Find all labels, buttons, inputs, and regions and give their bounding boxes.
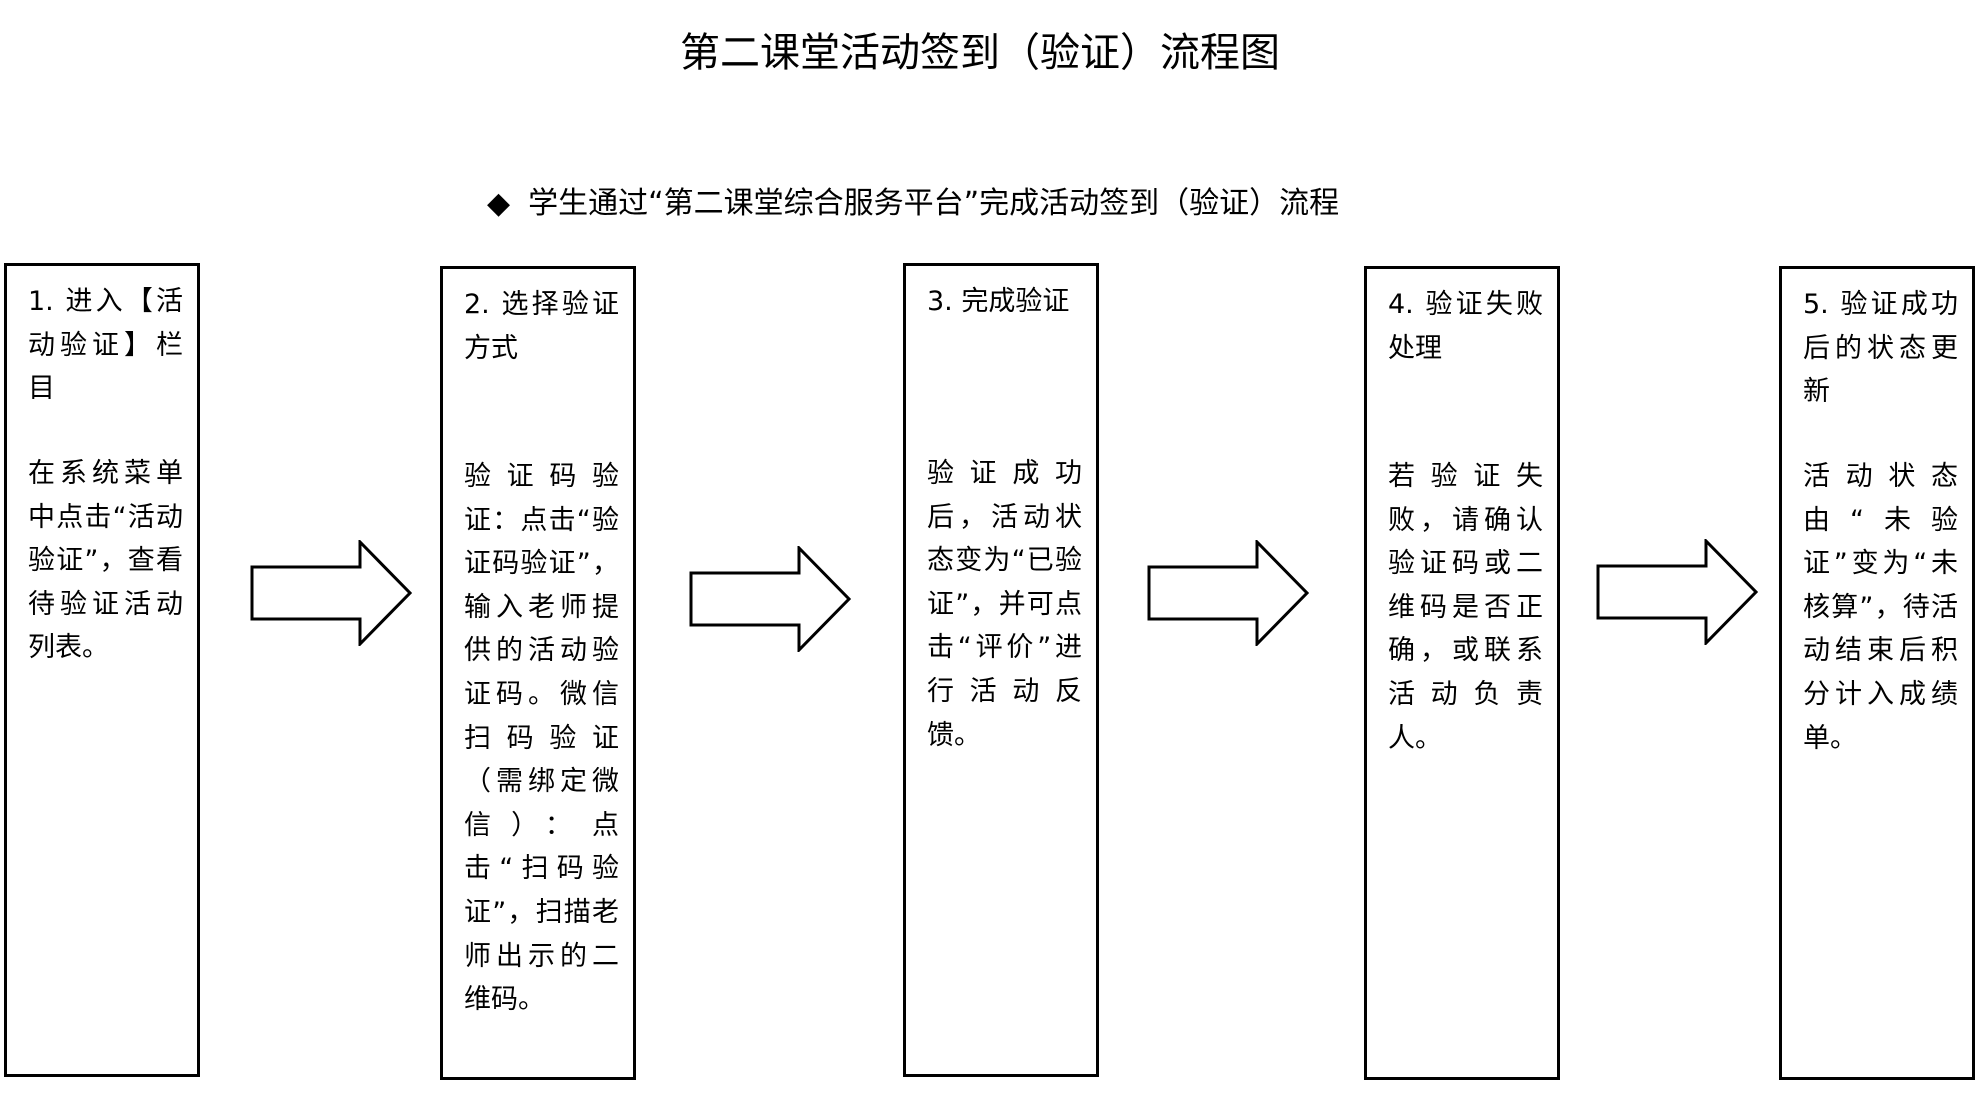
step-heading: 5. 验证成功后的状态更新 <box>1803 289 1958 408</box>
diamond-bullet-icon: ◆ <box>487 186 511 221</box>
step-box-5: 5. 验证成功后的状态更新 活动状态由“未验证”变为“未核算”，待活动结束后积分… <box>1779 266 1975 1080</box>
step-heading: 1. 进入【活动验证】栏目 <box>28 286 183 405</box>
step-heading: 3. 完成验证 <box>927 286 1070 317</box>
step-body: 在系统菜单中点击“活动验证”，查看待验证活动列表。 <box>28 458 183 664</box>
subtitle-text: 学生通过“第二课堂综合服务平台”完成活动签到（验证）流程 <box>528 186 1340 221</box>
right-arrow-icon <box>689 546 851 652</box>
step-box-4: 4. 验证失败处理 若验证失败，请确认验证码或二维码是否正确，或联系活动负责人。 <box>1364 266 1560 1080</box>
right-arrow-icon <box>250 540 412 646</box>
step-body: 若验证失败，请确认验证码或二维码是否正确，或联系活动负责人。 <box>1388 461 1543 754</box>
right-arrow-icon <box>1147 540 1309 646</box>
step-heading: 2. 选择验证方式 <box>464 289 619 364</box>
step-box-2: 2. 选择验证方式 验证码验证：点击“验证码验证”，输入老师提供的活动验证码。微… <box>440 266 636 1080</box>
step-body: 活动状态由“未验证”变为“未核算”，待活动结束后积分计入成绩单。 <box>1803 461 1958 754</box>
step-heading: 4. 验证失败处理 <box>1388 289 1543 364</box>
step-box-3: 3. 完成验证 验证成功后，活动状态变为“已验证”，并可点击“评价”进行活动反馈… <box>903 263 1099 1077</box>
step-body: 验证码验证：点击“验证码验证”，输入老师提供的活动验证码。微信扫码验证（需绑定微… <box>464 461 619 1016</box>
page-title: 第二课堂活动签到（验证）流程图 <box>680 30 1280 76</box>
step-box-1: 1. 进入【活动验证】栏目 在系统菜单中点击“活动验证”，查看待验证活动列表。 <box>4 263 200 1077</box>
subtitle: ◆ 学生通过“第二课堂综合服务平台”完成活动签到（验证）流程 <box>487 178 1339 222</box>
right-arrow-icon <box>1596 539 1758 645</box>
step-body: 验证成功后，活动状态变为“已验证”，并可点击“评价”进行活动反馈。 <box>927 458 1082 751</box>
